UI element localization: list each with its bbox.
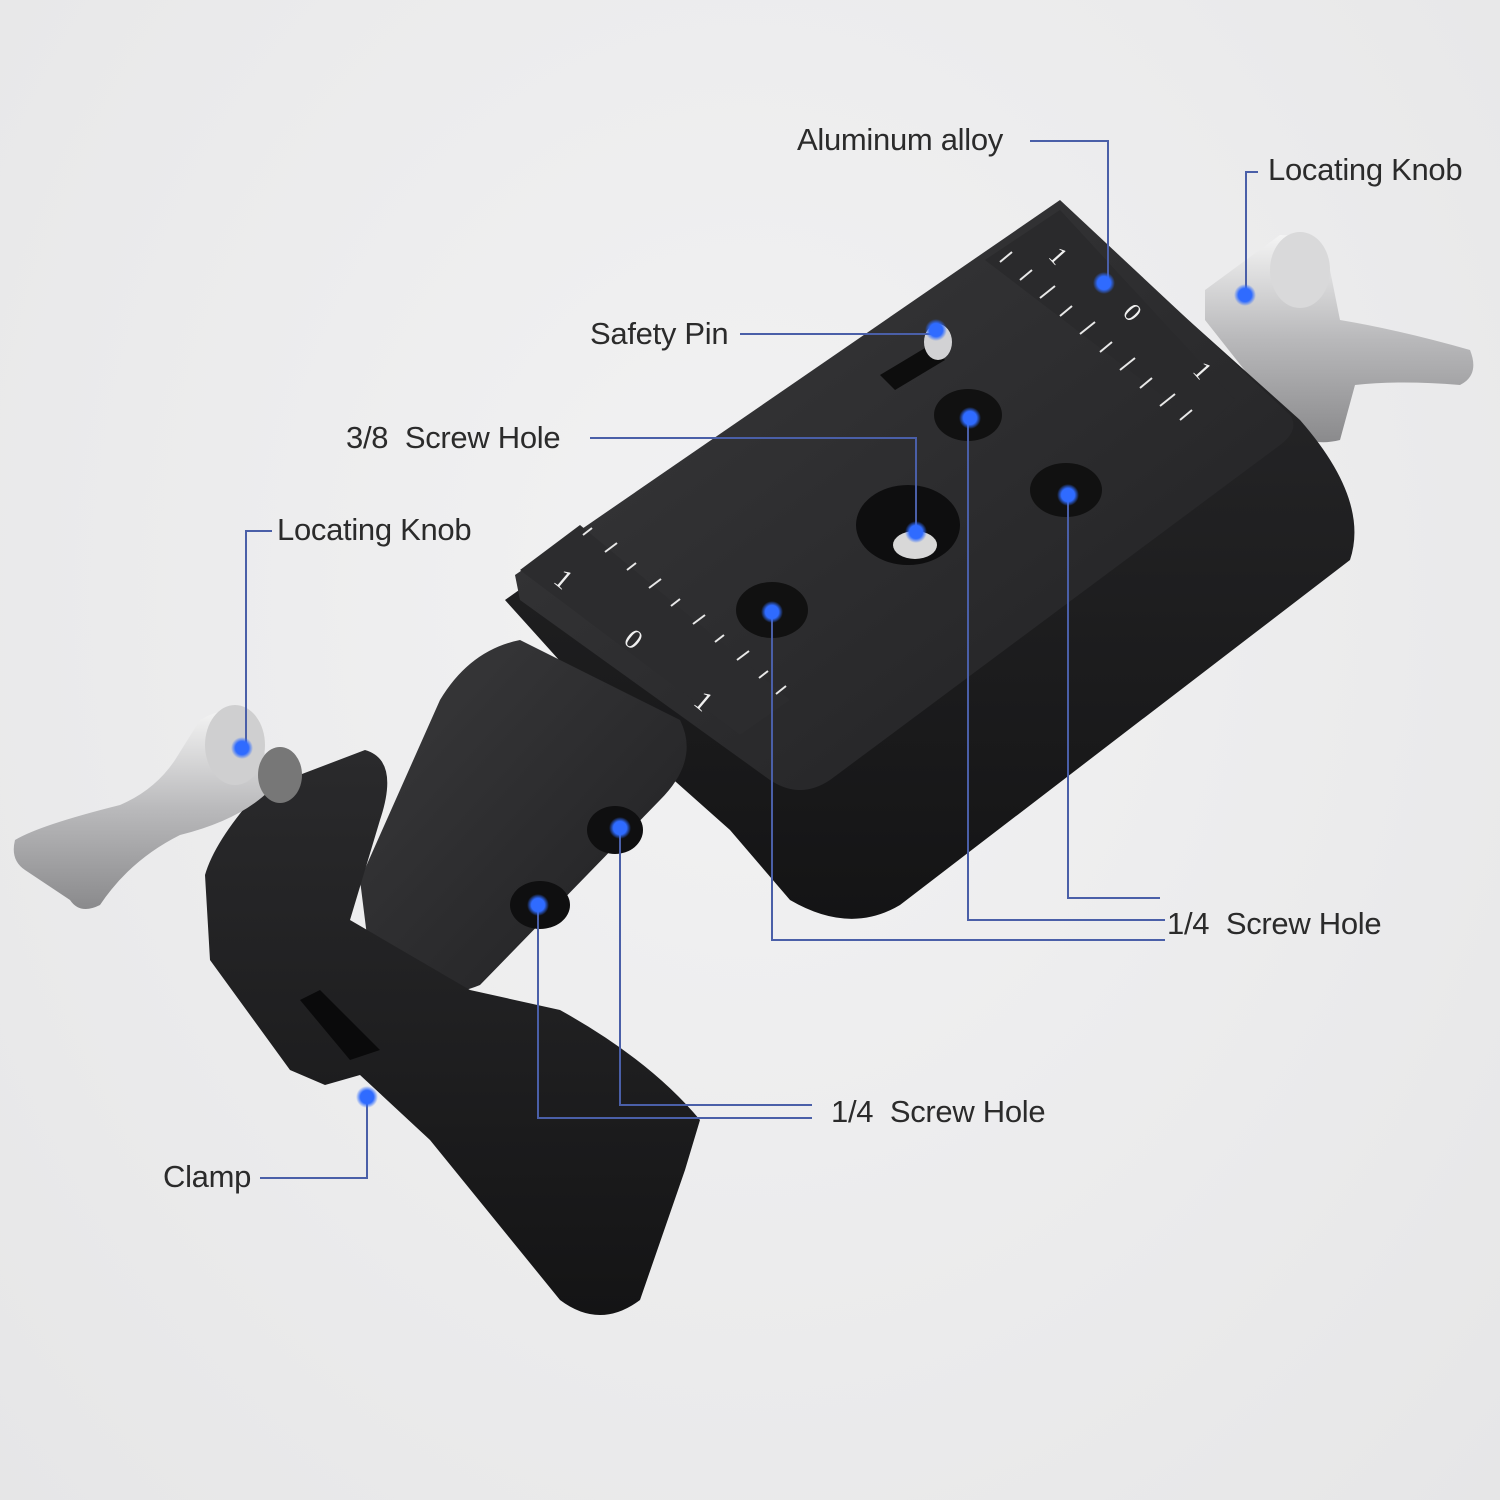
- callout-screw-hole-1-4-bottom: 1/4 Screw Hole: [831, 1094, 1046, 1129]
- callout-locating-knob-left: Locating Knob: [277, 512, 472, 547]
- clamp-block: [205, 750, 700, 1315]
- top-scale: 1 0 1: [985, 210, 1235, 428]
- callout-screw-hole-1-4-top: 1/4 Screw Hole: [1167, 906, 1382, 941]
- bracket-arm: [360, 640, 687, 994]
- callout-safety-pin: Safety Pin: [590, 316, 729, 351]
- callout-aluminum-alloy: Aluminum alloy: [797, 122, 1003, 157]
- callout-dots: [231, 272, 1256, 1108]
- front-scale: 1 0 1: [520, 525, 790, 735]
- right-locating-knob: [1205, 232, 1474, 443]
- callout-clamp: Clamp: [163, 1159, 252, 1194]
- callout-screw-hole-3-8: 3/8 Screw Hole: [346, 420, 561, 455]
- leader-lines: [245, 140, 1258, 1179]
- callout-locating-knob-right: Locating Knob: [1268, 152, 1463, 187]
